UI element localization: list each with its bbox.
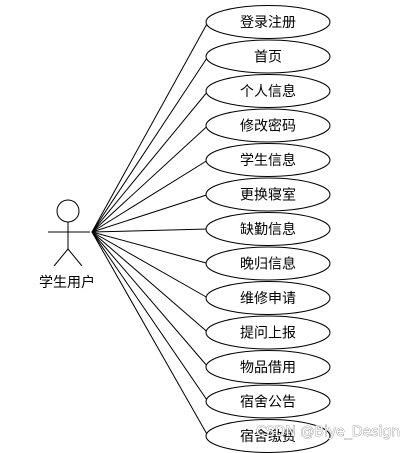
use-case: 修改密码 — [205, 108, 331, 143]
use-case-label: 修改密码 — [240, 118, 296, 135]
use-case-label: 缺勤信息 — [240, 221, 296, 238]
use-case-label: 更换寝室 — [240, 187, 296, 204]
use-case-label: 晚归信息 — [240, 256, 296, 273]
use-case: 个人信息 — [205, 74, 331, 108]
use-case-ellipse — [205, 212, 331, 246]
use-case-ellipse — [205, 5, 331, 39]
use-case: 提问上报 — [205, 315, 331, 350]
association-line — [91, 231, 209, 264]
watermark: CSDN @Biye_Design — [256, 424, 400, 440]
use-case: 缺勤信息 — [205, 212, 331, 246]
use-case-ellipse — [205, 177, 331, 212]
use-case: 登录注册 — [205, 5, 331, 39]
use-case-label: 宿舍公告 — [240, 394, 296, 411]
association-line — [91, 21, 209, 233]
association-line — [91, 90, 209, 233]
use-case-ellipse — [205, 384, 331, 419]
use-case-label: 登录注册 — [240, 15, 296, 31]
use-case-ellipse — [205, 74, 331, 108]
actor-right-leg — [67, 248, 83, 267]
use-case-ellipse — [205, 350, 331, 384]
association-line — [91, 231, 209, 299]
use-case-label: 个人信息 — [240, 83, 296, 100]
association-line — [91, 231, 209, 402]
use-case-label: 提问上报 — [240, 326, 296, 342]
association-line — [91, 231, 209, 368]
use-case-label: 学生信息 — [240, 152, 296, 169]
use-case-ellipse — [205, 281, 331, 315]
use-case: 晚归信息 — [205, 246, 331, 281]
association-lines — [91, 21, 209, 437]
use-case-ellipse — [205, 108, 331, 143]
use-case-label: 首页 — [254, 50, 282, 66]
actor-label: 学生用户 — [39, 274, 95, 291]
association-line — [91, 194, 209, 233]
association-line — [91, 231, 209, 333]
use-case-ellipse — [205, 315, 331, 350]
use-cases: 登录注册首页个人信息修改密码学生信息更换寝室缺勤信息晚归信息维修申请提问上报物品… — [205, 5, 331, 453]
use-case-label: 宿舍缴费 — [240, 428, 296, 445]
use-case: 学生信息 — [205, 143, 331, 177]
use-case-ellipse — [205, 39, 331, 74]
use-case-ellipse — [205, 246, 331, 281]
actor-head — [56, 199, 80, 223]
actor: 学生用户 — [39, 199, 95, 291]
association-line — [91, 231, 209, 437]
association-line — [91, 125, 209, 233]
association-line — [91, 56, 209, 233]
use-case: 物品借用 — [205, 350, 331, 384]
use-case: 宿舍公告 — [205, 384, 331, 419]
use-case-label: 物品借用 — [240, 360, 296, 376]
use-case-ellipse — [205, 143, 331, 177]
use-case: 宿舍缴费 — [205, 419, 331, 453]
use-case-label: 维修申请 — [240, 291, 296, 307]
use-case: 维修申请 — [205, 281, 331, 315]
association-line — [91, 159, 209, 233]
association-line — [91, 228, 209, 233]
actor-left-leg — [53, 248, 69, 267]
use-case: 首页 — [205, 39, 331, 74]
use-case: 更换寝室 — [205, 177, 331, 212]
